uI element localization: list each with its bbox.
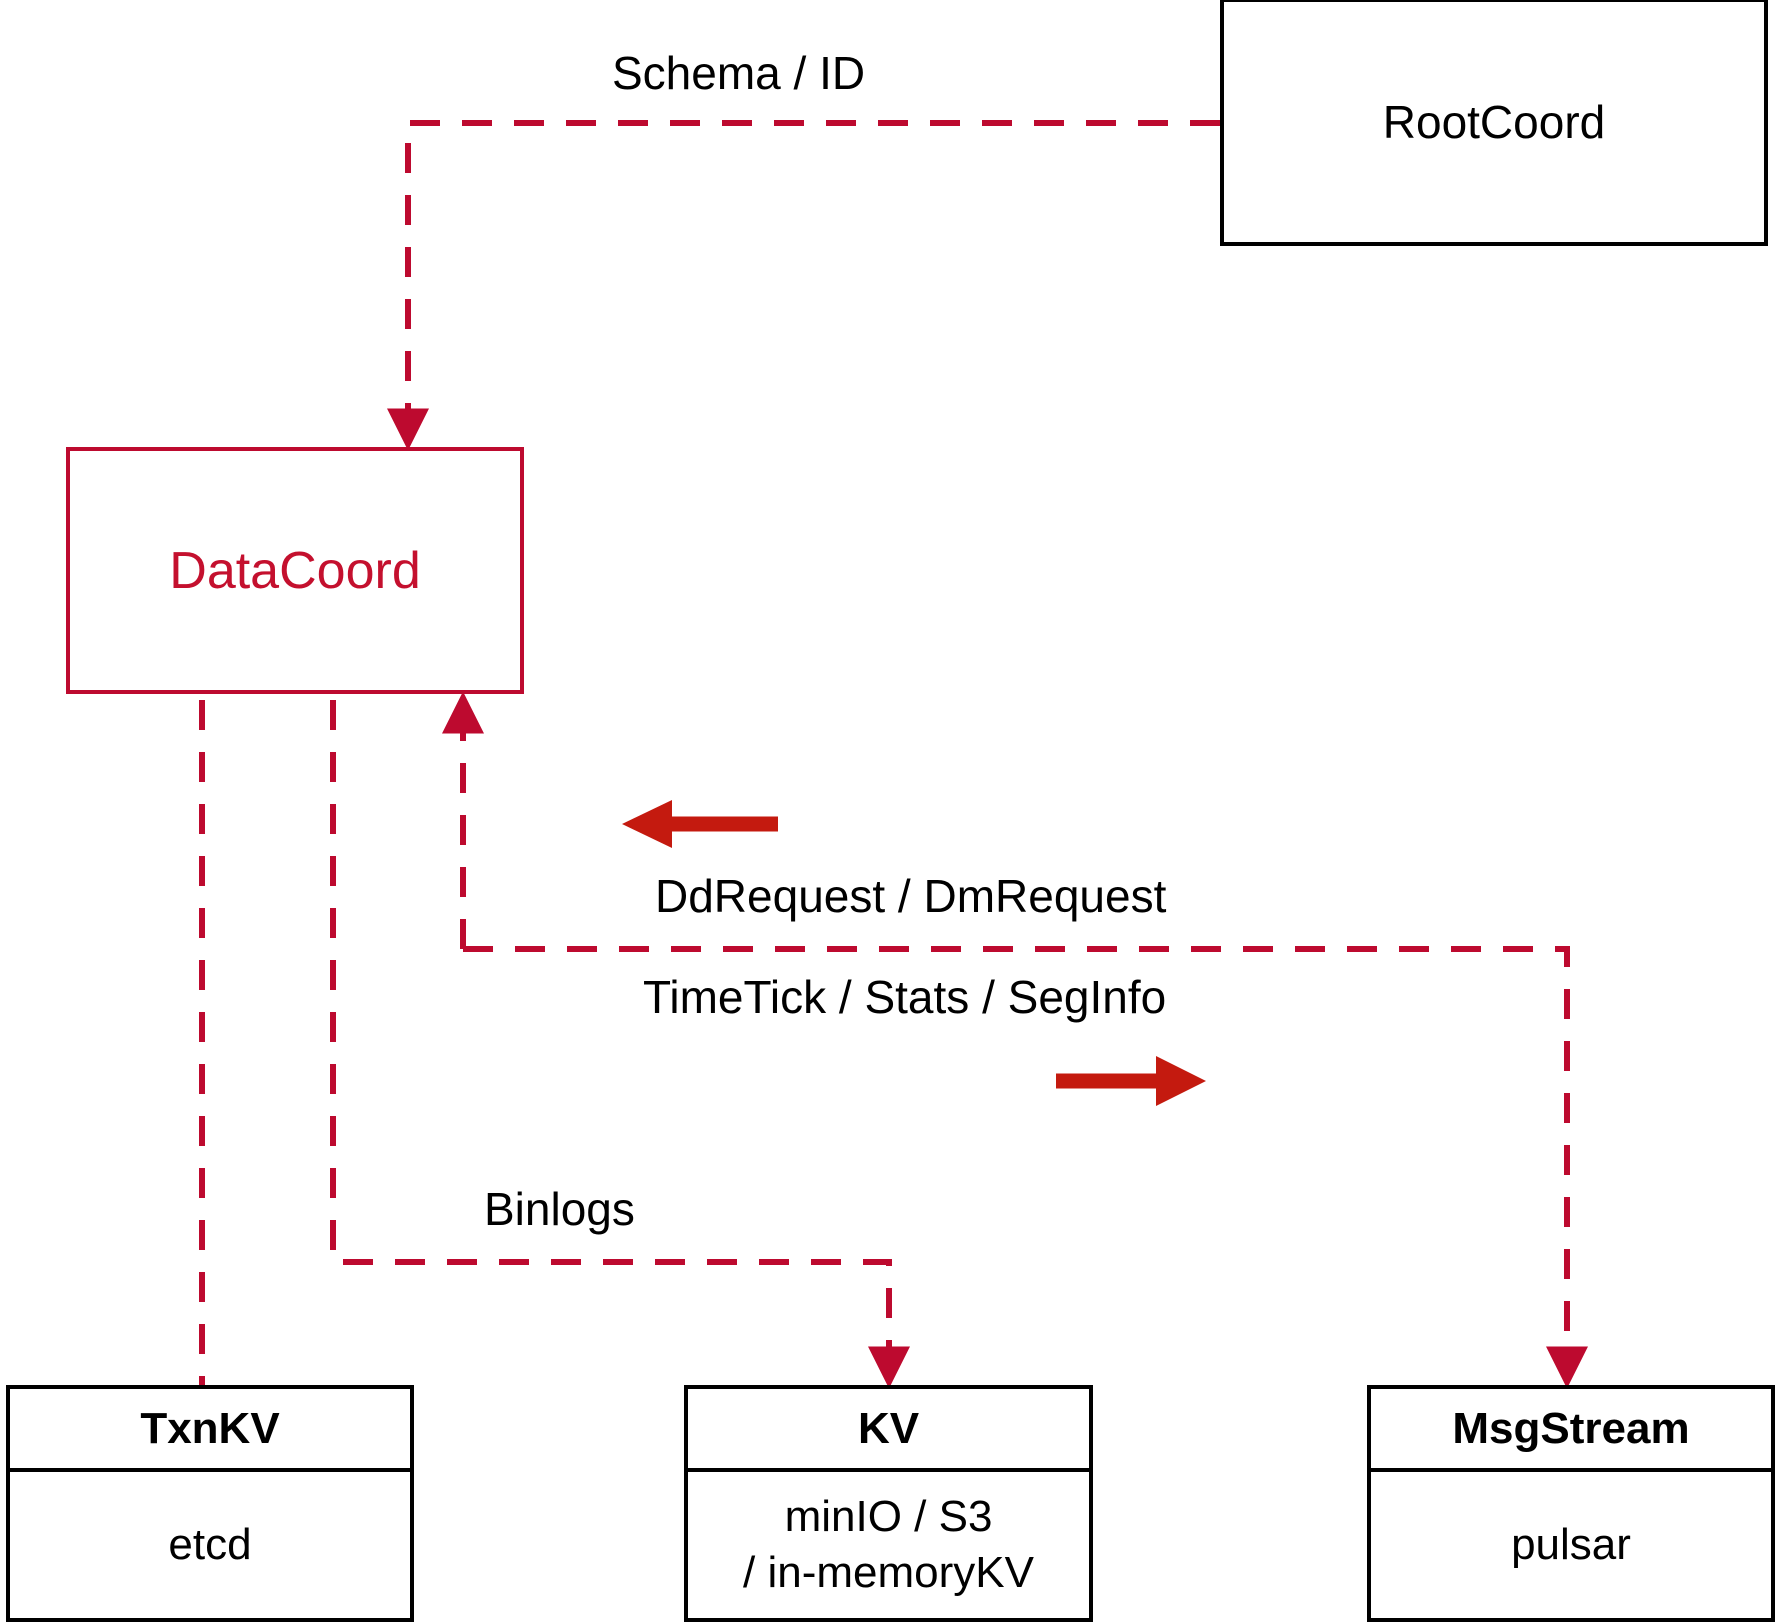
node-txnkv-body-cell: etcd xyxy=(10,1468,410,1618)
node-kv[interactable]: KV minIO / S3 / in-memoryKV xyxy=(684,1385,1093,1622)
edge-label-binlogs: Binlogs xyxy=(484,1183,635,1235)
node-kv-body-line2: / in-memoryKV xyxy=(743,1548,1034,1597)
node-msgstream-body: pulsar xyxy=(1511,1519,1631,1569)
node-kv-header-cell: KV xyxy=(688,1389,1089,1468)
node-txnkv-header: TxnKV xyxy=(140,1403,280,1453)
node-kv-body-cell: minIO / S3 / in-memoryKV xyxy=(688,1468,1089,1618)
edge-binlogs xyxy=(330,700,910,1389)
node-txnkv-body: etcd xyxy=(168,1519,252,1569)
node-msgstream-header-cell: MsgStream xyxy=(1371,1389,1771,1468)
inbound-direction-arrow xyxy=(622,800,778,848)
node-kv-body-line1: minIO / S3 xyxy=(784,1491,993,1541)
node-txnkv-header-cell: TxnKV xyxy=(10,1389,410,1468)
node-msgstream-header: MsgStream xyxy=(1452,1403,1690,1453)
edge-schema-id xyxy=(387,120,1220,451)
node-datacoord[interactable]: DataCoord xyxy=(66,447,524,694)
node-kv-header: KV xyxy=(857,1403,920,1453)
edge-label-timetick-stats-seginfo: TimeTick / Stats / SegInfo xyxy=(643,971,1167,1023)
edge-timetick-stats-seginfo xyxy=(463,946,1588,1389)
node-msgstream-body-cell: pulsar xyxy=(1371,1468,1771,1618)
outbound-direction-arrow xyxy=(1056,1056,1206,1106)
edge-label-ddrequest-dmrequest: DdRequest / DmRequest xyxy=(655,870,1167,922)
node-msgstream[interactable]: MsgStream pulsar xyxy=(1367,1385,1775,1622)
node-rootcoord-label: RootCoord xyxy=(1382,96,1606,148)
node-txnkv[interactable]: TxnKV etcd xyxy=(6,1385,414,1622)
edge-label-schema-id: Schema / ID xyxy=(612,47,866,99)
node-rootcoord[interactable]: RootCoord xyxy=(1220,0,1768,246)
node-datacoord-label: DataCoord xyxy=(169,541,421,600)
